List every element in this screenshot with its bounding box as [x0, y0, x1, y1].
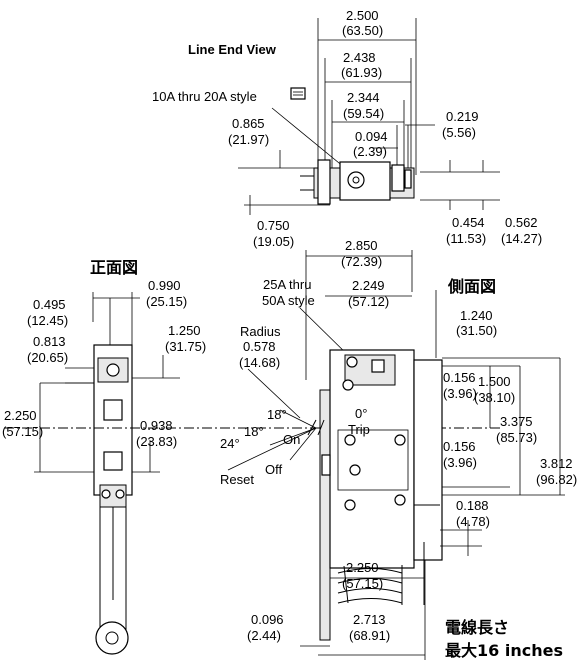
front-view-title: 正面図	[90, 258, 138, 277]
dim-front-2250: 2.250	[4, 408, 37, 423]
svg-text:(4.78): (4.78)	[456, 514, 490, 529]
state-reset: Reset	[220, 472, 254, 487]
dim-top-0562: 0.562	[505, 215, 538, 230]
wire-length-max: 最大16 inches	[445, 641, 563, 660]
dim-top-0750: 0.750	[257, 218, 290, 233]
dim-side-0096: 0.096	[251, 612, 284, 627]
svg-text:(25.15): (25.15)	[146, 294, 187, 309]
line-end-view-title: Line End View	[188, 42, 277, 57]
side-view: 側面図 2.850 (72.39) 2.249 (57.12) 25A thru…	[220, 238, 577, 660]
state-trip: Trip	[348, 422, 370, 437]
style-label-25-50a-1: 25A thru	[263, 277, 311, 292]
dim-front-0813: 0.813	[33, 334, 66, 349]
svg-text:(61.93): (61.93)	[341, 65, 382, 80]
dim-side-2249: 2.249	[352, 278, 385, 293]
dim-top-0094: 0.094	[355, 129, 388, 144]
svg-text:(38.10): (38.10)	[474, 390, 515, 405]
svg-text:(57.15): (57.15)	[2, 424, 43, 439]
dim-side-0188: 0.188	[456, 498, 489, 513]
dim-side-0156-b: 0.156	[443, 439, 476, 454]
dim-front-0495: 0.495	[33, 297, 66, 312]
svg-text:(12.45): (12.45)	[27, 313, 68, 328]
svg-text:(5.56): (5.56)	[442, 125, 476, 140]
dim-top-2438: 2.438	[343, 50, 376, 65]
svg-text:(2.39): (2.39)	[353, 144, 387, 159]
svg-text:(14.68): (14.68)	[239, 355, 280, 370]
svg-text:(20.65): (20.65)	[27, 350, 68, 365]
side-view-title: 側面図	[447, 277, 496, 296]
svg-text:(14.27): (14.27)	[501, 231, 542, 246]
dim-side-2250: 2.250	[346, 560, 379, 575]
svg-text:(59.54): (59.54)	[343, 106, 384, 121]
svg-text:(11.53): (11.53)	[446, 231, 486, 246]
dim-top-2500: 2.500	[346, 8, 379, 23]
svg-text:(96.82): (96.82)	[536, 472, 577, 487]
angle-24: 24°	[220, 436, 240, 451]
dim-front-1250: 1.250	[168, 323, 201, 338]
svg-text:(21.97): (21.97)	[228, 132, 269, 147]
dim-side-radius: 0.578	[243, 339, 276, 354]
wire-length-label: 電線長さ	[445, 618, 509, 637]
style-label-25-50a-2: 50A style	[262, 293, 315, 308]
svg-text:(23.83): (23.83)	[136, 434, 177, 449]
angle-18-b: 18°	[244, 424, 264, 439]
state-on: On	[283, 432, 300, 447]
svg-text:(3.96): (3.96)	[443, 455, 477, 470]
angle-0: 0°	[355, 406, 367, 421]
dim-side-3812: 3.812	[540, 456, 573, 471]
svg-text:(19.05): (19.05)	[253, 234, 294, 249]
svg-text:(3.96): (3.96)	[443, 386, 477, 401]
dim-side-2850: 2.850	[345, 238, 378, 253]
svg-text:(31.50): (31.50)	[456, 323, 497, 338]
svg-text:(57.12): (57.12)	[348, 294, 389, 309]
svg-text:(85.73): (85.73)	[496, 430, 537, 445]
radius-label: Radius	[240, 324, 281, 339]
dim-top-2344: 2.344	[347, 90, 380, 105]
dim-front-0990: 0.990	[148, 278, 181, 293]
angle-18-a: 18°	[267, 407, 287, 422]
wire-spring	[337, 542, 425, 605]
svg-text:(57.15): (57.15)	[342, 576, 383, 591]
front-view: 正面図 0.990 (25.15) 0.495 (12.45) 0.813 (2…	[2, 258, 206, 655]
dim-side-0156-a: 0.156	[443, 370, 476, 385]
dim-side-1240: 1.240	[460, 308, 493, 323]
dim-side-2713: 2.713	[353, 612, 386, 627]
svg-text:(2.44): (2.44)	[247, 628, 281, 643]
svg-text:(68.91): (68.91)	[349, 628, 390, 643]
dim-front-0938: 0.938	[140, 418, 173, 433]
dim-side-1500: 1.500	[478, 374, 511, 389]
dim-top-0454: 0.454	[452, 215, 485, 230]
dim-top-0865: 0.865	[232, 116, 265, 131]
dim-side-3375: 3.375	[500, 414, 533, 429]
svg-text:(72.39): (72.39)	[341, 254, 382, 269]
svg-text:(31.75): (31.75)	[165, 339, 206, 354]
style-label-10-20a: 10A thru 20A style	[152, 89, 257, 104]
state-off: Off	[265, 462, 282, 477]
svg-text:(63.50): (63.50)	[342, 23, 383, 38]
dim-top-0219: 0.219	[446, 109, 479, 124]
line-end-view: Line End View 2.500 (63.50) 2.438 (61.93…	[152, 8, 542, 249]
